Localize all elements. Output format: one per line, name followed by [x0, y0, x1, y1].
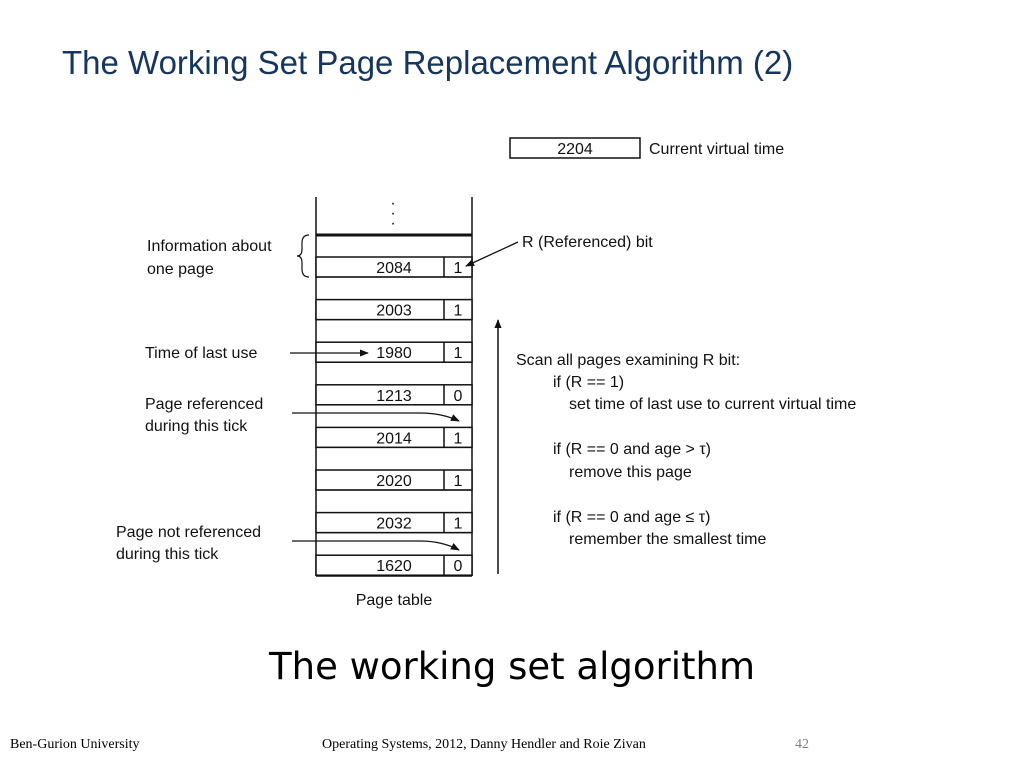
page-referenced-label-2: during this tick [145, 418, 248, 435]
last-use-time-value: 2020 [376, 473, 412, 490]
last-use-time-value: 2084 [376, 260, 412, 277]
page-table-label: Page table [356, 592, 433, 609]
footer-course-info: Operating Systems, 2012, Danny Hendler a… [322, 737, 646, 752]
r-bit-label: R (Referenced) bit [522, 234, 653, 251]
ellipsis-dot: · [390, 195, 395, 212]
footer-university: Ben-Gurion University [10, 737, 140, 752]
page-not-referenced-label-2: during this tick [116, 546, 219, 563]
info-brace [296, 234, 310, 278]
info-about-page-label-2: one page [147, 261, 214, 278]
r-bit-value: 1 [454, 260, 463, 277]
page-referenced-label: Page referenced [145, 396, 263, 413]
slide-caption: The working set algorithm [269, 645, 755, 688]
ellipsis-dot: · [390, 215, 395, 232]
info-about-page-label: Information about [147, 238, 272, 255]
slide-title: The Working Set Page Replacement Algorit… [62, 44, 794, 81]
current-time-label: Current virtual time [649, 141, 784, 158]
page-number: 42 [795, 737, 809, 752]
page-table-rows: 2084 1 2003 1 1980 1 1213 0 2014 1 2020 1 2032 1 1620 0 [315, 256, 473, 576]
scan-text-line: if (R == 0 and age > τ) [553, 441, 711, 458]
scan-text-line: remember the smallest time [569, 531, 766, 548]
current-time-box [509, 137, 641, 159]
time-of-last-use-label: Time of last use [145, 345, 257, 362]
page-entry-row [315, 554, 473, 576]
current-time-value: 2204 [557, 141, 593, 158]
last-use-time-value: 2032 [376, 516, 412, 533]
r-bit-value: 1 [454, 473, 463, 490]
scan-text-line: if (R == 1) [553, 374, 624, 391]
r-bit-value: 1 [454, 430, 463, 447]
scan-text-line: if (R == 0 and age ≤ τ) [553, 509, 710, 526]
r-bit-value: 0 [454, 388, 463, 405]
page-referenced-arrow [292, 412, 460, 422]
last-use-time-value: 2003 [376, 303, 412, 320]
last-use-time-value: 1213 [376, 388, 412, 405]
page-not-referenced-arrow [292, 540, 460, 551]
scan-text-line: set time of last use to current virtual … [569, 396, 856, 413]
r-bit-value: 1 [454, 303, 463, 320]
scan-text-line: remove this page [569, 464, 692, 481]
last-use-time-value: 1620 [376, 558, 412, 575]
scan-text-line: Scan all pages examining R bit: [516, 352, 740, 369]
page-not-referenced-label: Page not referenced [116, 524, 261, 541]
ellipsis-dot: · [390, 205, 395, 222]
last-use-time-value: 1980 [376, 345, 412, 362]
r-bit-value: 1 [454, 345, 463, 362]
last-use-time-value: 2014 [376, 430, 412, 447]
r-bit-arrow [465, 241, 519, 267]
r-bit-value: 1 [454, 516, 463, 533]
r-bit-value: 0 [454, 558, 463, 575]
